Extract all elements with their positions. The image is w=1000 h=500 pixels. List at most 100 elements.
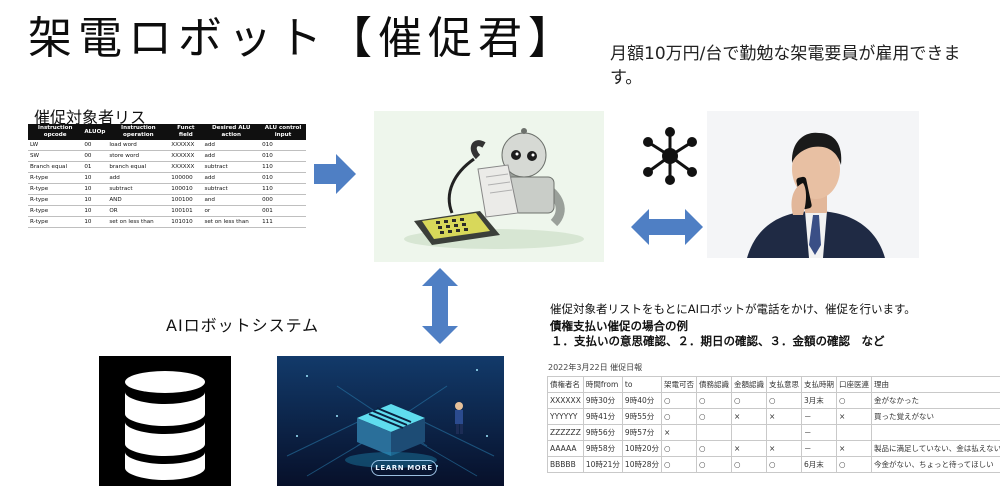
target-list-row-cell: subtract xyxy=(202,183,261,195)
target-list-header-5: ALU control input xyxy=(260,124,306,140)
call-log-row-cell: 9時55分 xyxy=(621,408,663,425)
example-heading: 債権支払い催促の場合の例 xyxy=(550,319,688,333)
target-list-row-cell: load word xyxy=(107,140,170,151)
target-list-row-cell: 001 xyxy=(260,205,306,217)
call-log-row-cell: 10時21分 xyxy=(582,456,623,473)
ai-system-label: AIロボットシステム xyxy=(166,316,320,335)
call-log-header-3: 架電可否 xyxy=(661,376,698,393)
target-list-row-cell: add xyxy=(202,140,261,151)
call-log-row-cell xyxy=(766,424,803,441)
call-log-row-cell: 今金がない、ちょっと待ってほしい xyxy=(871,456,1000,473)
call-log-header-2: to xyxy=(621,376,663,393)
call-log-row-cell xyxy=(836,424,873,441)
call-log-header-9: 理由 xyxy=(871,376,1000,393)
target-list-row-cell: add xyxy=(107,172,170,184)
target-list-row-cell: Branch equal xyxy=(28,161,83,173)
call-log-row-cell: 9時40分 xyxy=(621,392,663,409)
target-list-row-cell: R-type xyxy=(28,194,83,206)
call-log-row-cell: ○ xyxy=(661,392,698,409)
call-log-row-cell: 9時41分 xyxy=(582,408,623,425)
call-log-row-cell: AAAAA xyxy=(547,440,584,457)
target-list-row-cell: R-type xyxy=(28,205,83,217)
target-list-row-cell: set on less than xyxy=(202,216,261,228)
target-list-row-cell: subtract xyxy=(107,183,170,195)
call-log-row-cell: 買った覚えがない xyxy=(871,408,1000,425)
call-log-row-cell: BBBBB xyxy=(547,456,584,473)
call-log-row-cell: 6月末 xyxy=(801,456,838,473)
target-list-row-cell: AND xyxy=(107,194,170,206)
example-steps: １．支払いの意思確認、２．期日の確認、３．金額の確認 など xyxy=(551,334,885,348)
call-log-row-cell: － xyxy=(801,424,838,441)
call-log-row-cell: YYYYYY xyxy=(547,408,584,425)
target-list-row-cell: 100000 xyxy=(169,172,203,184)
call-log-row-cell: ○ xyxy=(661,456,698,473)
call-log-row-cell: 3月末 xyxy=(801,392,838,409)
call-log-row-cell: × xyxy=(661,424,698,441)
double-arrow-horizontal-icon xyxy=(631,209,703,245)
call-log-row-cell: × xyxy=(766,408,803,425)
target-list-row-cell: 00 xyxy=(82,140,108,151)
call-log-row-cell: × xyxy=(836,408,873,425)
target-list-row-cell: LW xyxy=(28,140,83,151)
target-list-row-cell: 101010 xyxy=(169,216,203,228)
call-log-row-cell: 製品に満足していない、金は払えない xyxy=(871,440,1000,457)
call-log-row-cell: ○ xyxy=(696,456,733,473)
target-list-row-cell: XXXXXX xyxy=(169,140,203,151)
target-list-row-cell: 10 xyxy=(82,194,108,206)
robot-icon xyxy=(470,128,565,227)
learn-more-button[interactable]: LEARN MORE xyxy=(371,460,437,476)
call-log-row-cell: ○ xyxy=(696,440,733,457)
call-log-row-cell: ○ xyxy=(696,408,733,425)
target-list-row-cell: store word xyxy=(107,150,170,162)
target-list-row-cell: 110 xyxy=(260,183,306,195)
target-list-header-1: ALUOp xyxy=(82,124,108,140)
database-tile xyxy=(99,356,231,486)
desk-phone-icon xyxy=(414,157,500,245)
target-list-row-cell: 010 xyxy=(260,140,306,151)
call-log-header-4: 債務認識 xyxy=(696,376,733,393)
target-list-row-cell: 10 xyxy=(82,216,108,228)
target-list-row-cell: XXXXXX xyxy=(169,161,203,173)
target-list-row-cell: 010 xyxy=(260,172,306,184)
call-log-row-cell: ○ xyxy=(766,456,803,473)
call-log-header-6: 支払意思 xyxy=(766,376,803,393)
robot-phone-illustration xyxy=(374,111,604,262)
call-log-row-cell: 金がなかった xyxy=(871,392,1000,409)
target-list-row-cell: XXXXXX xyxy=(169,150,203,162)
target-list-row-cell: 100101 xyxy=(169,205,203,217)
target-list-row-cell: SW xyxy=(28,150,83,162)
call-log-header-0: 債権者名 xyxy=(547,376,584,393)
call-log-row-cell: ○ xyxy=(696,392,733,409)
call-log-row-cell: ○ xyxy=(661,408,698,425)
call-log-caption: 2022年3月22日 催促日報 xyxy=(548,363,643,372)
target-list-row-cell: R-type xyxy=(28,172,83,184)
call-log-row-cell: ○ xyxy=(836,392,873,409)
target-list-header-3: Funct field xyxy=(169,124,203,140)
call-log-header-8: 口座医連 xyxy=(836,376,873,393)
call-log-row-cell: 9時57分 xyxy=(621,424,663,441)
call-log-row-cell: ZZZZZZ xyxy=(547,424,584,441)
target-list-row-cell: 10 xyxy=(82,183,108,195)
target-list-row-cell: add xyxy=(202,172,261,184)
target-list-row-cell: 111 xyxy=(260,216,306,228)
call-log-row-cell: 10時28分 xyxy=(621,456,663,473)
target-list-row-cell: 10 xyxy=(82,172,108,184)
call-log-row-cell: ○ xyxy=(731,392,768,409)
target-list-row-cell: or xyxy=(202,205,261,217)
call-log-row-cell: 10時20分 xyxy=(621,440,663,457)
target-list-row-cell: set on less than xyxy=(107,216,170,228)
target-list-row-cell: 010 xyxy=(260,150,306,162)
call-log-header-7: 支払時期 xyxy=(801,376,838,393)
